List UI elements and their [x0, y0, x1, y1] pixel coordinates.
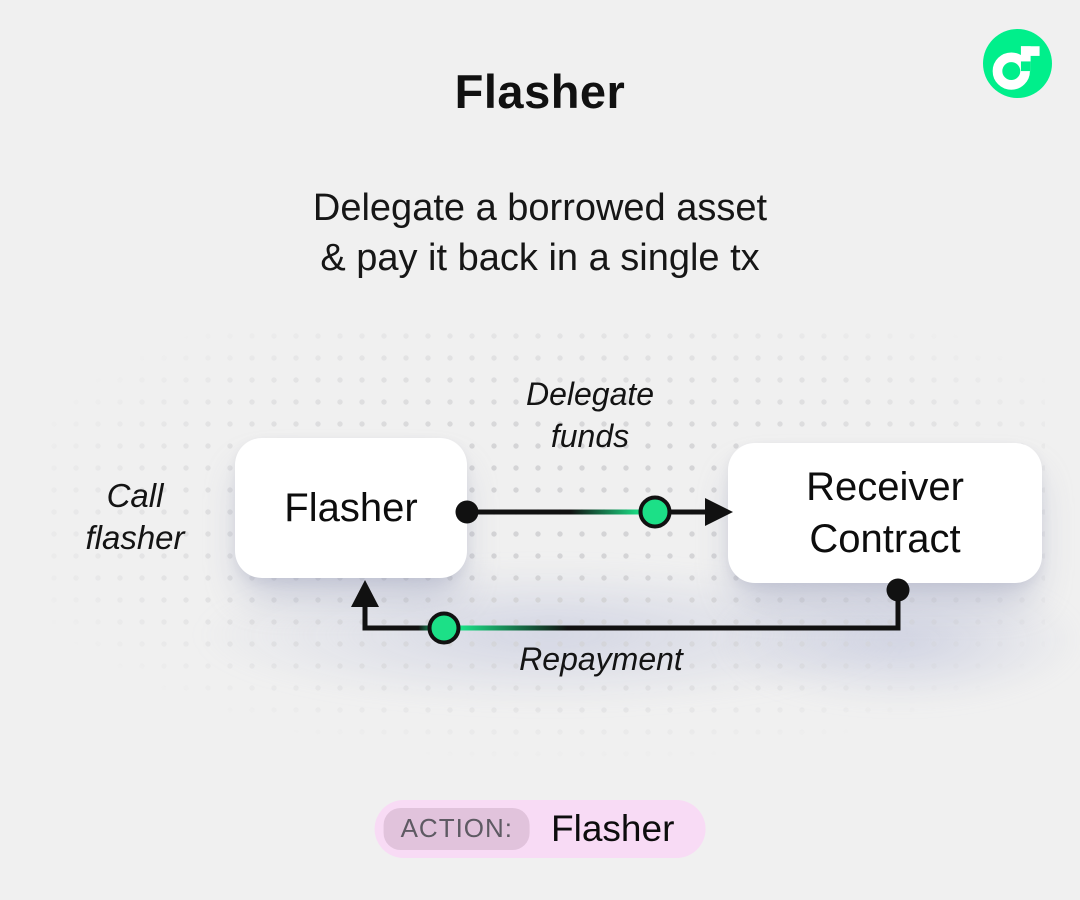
receiver-contract-node: Receiver Contract: [728, 443, 1042, 583]
page-title: Flasher: [454, 65, 626, 118]
subtitle-line-1: Delegate a borrowed asset: [312, 187, 768, 229]
action-badge-key: ACTION:: [383, 808, 531, 850]
delegate-funds-label: Delegate funds: [468, 373, 712, 457]
call-flasher-line-1: Call: [106, 477, 164, 514]
action-badge: ACTION: Flasher: [374, 800, 706, 858]
page-subtitle: Delegate a borrowed asset & pay it back …: [0, 183, 1080, 283]
delegate-funds-line-1: Delegate: [525, 376, 655, 412]
subtitle-line-2: & pay it back in a single tx: [320, 237, 760, 279]
receiver-node-label-line-1: Receiver: [806, 465, 964, 509]
flow-logo-icon: [983, 29, 1052, 98]
call-flasher-label: Call flasher: [38, 475, 232, 559]
delegate-funds-line-2: funds: [550, 418, 630, 454]
repayment-label: Repayment: [519, 641, 683, 677]
flasher-node: Flasher: [235, 438, 467, 578]
action-badge-value: Flasher: [551, 808, 675, 849]
call-flasher-line-2: flasher: [85, 519, 185, 556]
flasher-node-label: Flasher: [284, 485, 418, 530]
receiver-node-label-line-2: Contract: [809, 517, 961, 561]
